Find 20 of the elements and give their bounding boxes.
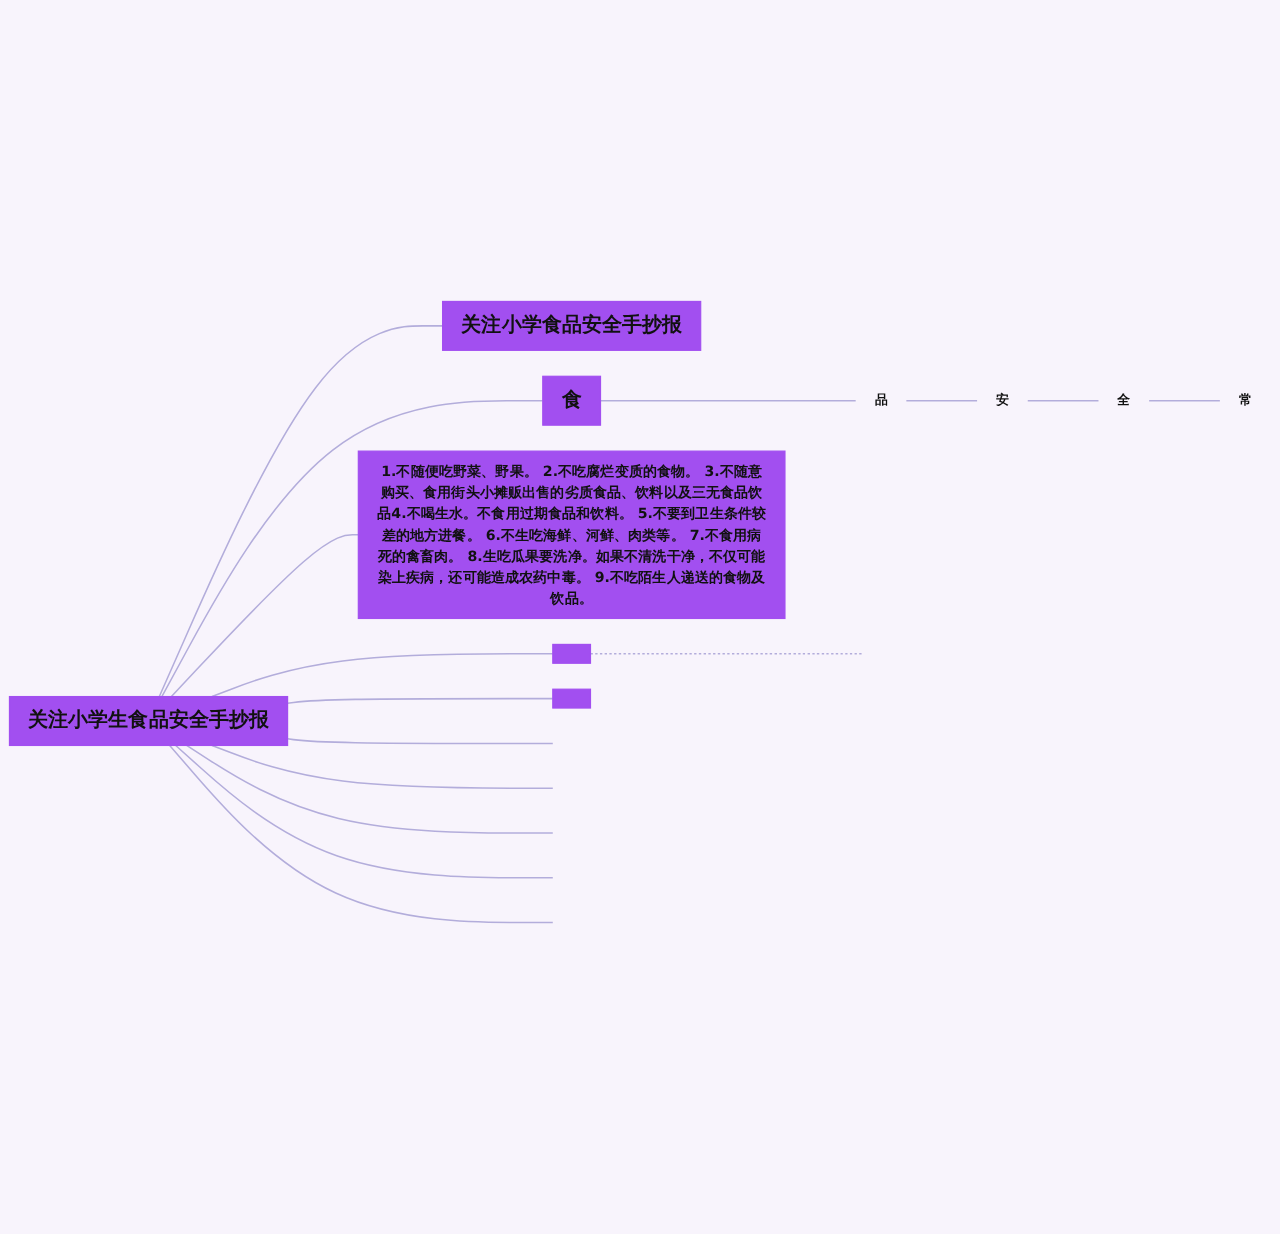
node-box <box>552 688 592 709</box>
node-box: 关注小学食品安全手抄报 <box>442 301 702 352</box>
connector-line <box>1148 400 1221 402</box>
node-box: 关注小学生食品安全手抄报 <box>8 696 289 747</box>
node-box <box>552 644 592 665</box>
connector-line <box>174 745 554 879</box>
connector-line <box>185 745 554 835</box>
connector-line <box>168 745 554 924</box>
connector-line <box>286 698 554 705</box>
connector-line <box>905 400 978 402</box>
connector-line <box>170 534 360 698</box>
connector-line <box>599 400 857 402</box>
node-box: 食 <box>542 375 602 427</box>
connector-line <box>589 653 863 655</box>
connector-line <box>211 745 554 790</box>
connector-line <box>158 325 444 698</box>
connector-line <box>161 400 544 698</box>
connector-line <box>1027 400 1100 402</box>
connector-line <box>286 738 554 745</box>
connector-line <box>211 653 554 698</box>
